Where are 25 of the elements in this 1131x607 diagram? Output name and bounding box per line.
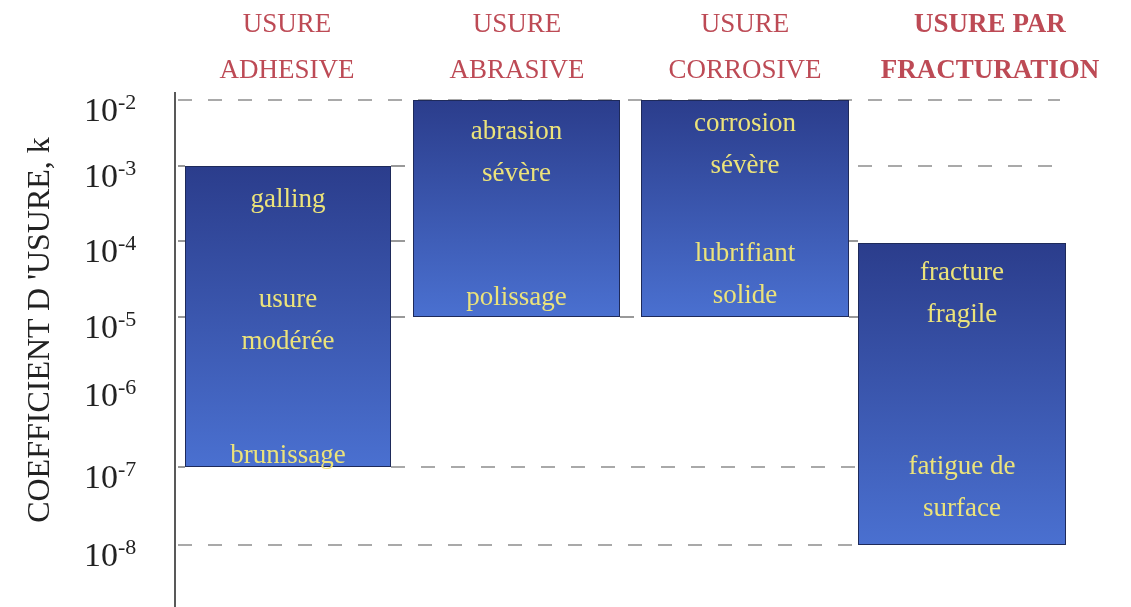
column-heading: USURE PAR FRACTURATION: [879, 7, 1101, 86]
wear-mechanism-label: polissage: [465, 280, 568, 313]
wear-mechanism-label: corrosion sévère: [693, 106, 797, 181]
axis-title: COEFFICIENT D 'USURE, k: [19, 137, 57, 523]
tick-label: 10$^{-5}$: [84, 305, 138, 348]
wear-mechanism-label: fracture fragile: [919, 255, 1005, 330]
wear-range-bar: [858, 243, 1066, 545]
tick-label: 10$^{-3}$: [84, 154, 138, 197]
wear-mechanism-label: abrasion sévère: [469, 114, 564, 189]
wear-mechanism-label: usure modérée: [240, 282, 336, 357]
tick-label: 10$^{-4}$: [84, 229, 138, 272]
wear-range-bar: [185, 166, 391, 467]
wear-range-bar: [413, 100, 620, 317]
wear-range-bar: [641, 100, 849, 317]
tick-label: 10$^{-2}$: [84, 88, 138, 131]
column-heading: USURE CORROSIVE: [667, 7, 823, 86]
tick-label: 10$^{-7}$: [84, 455, 138, 498]
tick-label: 10$^{-6}$: [84, 373, 138, 416]
wear-mechanism-label: brunissage: [229, 438, 347, 471]
wear-mechanism-label: fatigue de surface: [907, 449, 1017, 524]
wear-mechanism-label: galling: [249, 182, 327, 215]
column-heading: USURE ADHESIVE: [218, 7, 356, 86]
tick-label: 10$^{-8}$: [84, 533, 138, 576]
column-heading: USURE ABRASIVE: [448, 7, 586, 86]
wear-mechanism-label: lubrifiant solide: [693, 236, 797, 311]
